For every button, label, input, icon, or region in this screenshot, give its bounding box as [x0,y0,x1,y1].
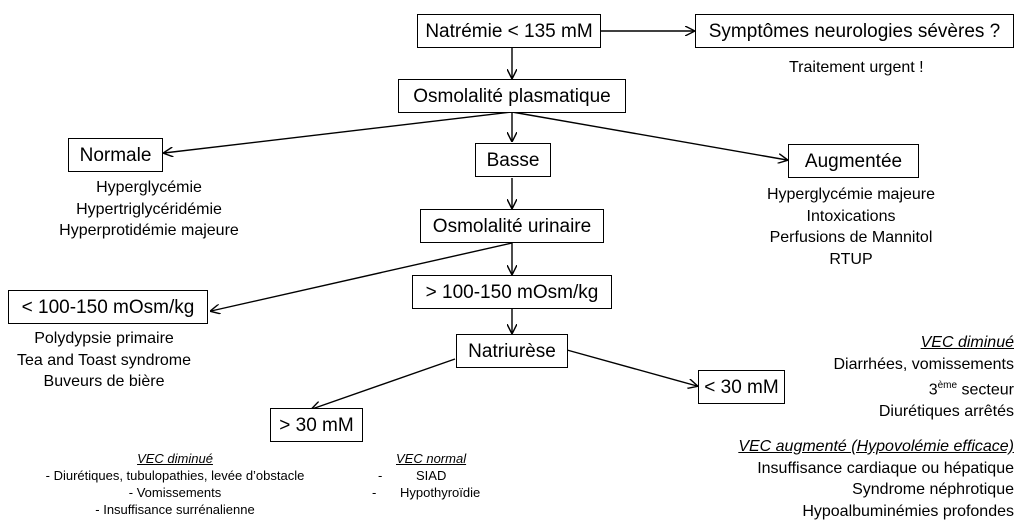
vec-diminue-bottom-item: - Vomissements [128,485,222,500]
natremie-box: Natrémie < 135 mM [417,14,601,48]
normale-cause-item: Hyperprotidémie majeure [59,222,239,239]
third-sector-text: secteur [957,381,1014,399]
low-osm-cause-item: Polydypsie primaire [34,330,174,347]
normale-causes: Hyperglycémie Hypertriglycéridémie Hyper… [49,177,249,242]
osmo-urine-box: Osmolalité urinaire [420,209,604,243]
vec-normal-bullet: - [372,485,377,500]
normale-cause-item: Hypertriglycéridémie [76,200,222,218]
vec-augmente-item: Syndrome néphrotique [852,481,1014,498]
vec-diminue-right-item: 3ème secteur [760,375,1014,401]
basse-box: Basse [475,143,551,177]
vec-diminue-right-block: VEC diminué Diarrhées, vomissements 3ème… [760,332,1015,422]
vec-normal-item: - SIAD [372,467,522,484]
vec-diminue-right-item: Diarrhées, vomissements [833,355,1015,373]
vec-normal-block: VEC normal - SIAD - Hypothyroïdie [372,450,522,501]
arrow-osmo-plasma-to-normale [164,111,513,153]
augmentee-box: Augmentée [788,144,919,178]
low-osm-cause-item: Tea and Toast syndrome [16,351,192,369]
vec-diminue-right-item: Diurétiques arrêtés [878,402,1014,420]
arrow-natriurese-to-gt30 [312,358,456,409]
osmo-plasma-box: Osmolalité plasmatique [398,79,626,113]
arrow-osmo-urine-to-low-osm [211,242,513,311]
third-sector-superscript: ème [937,380,958,391]
vec-diminue-right-title: VEC diminué [920,334,1014,351]
vec-normal-item-text: SIAD [416,468,447,483]
lt30-box: < 30 mM [698,370,785,404]
arrow-osmo-plasma-to-augmentee [511,111,787,160]
vec-normal-bullet: - [378,468,383,483]
low-osm-causes: Polydypsie primaire Tea and Toast syndro… [4,328,204,393]
augmentee-cause-item: Intoxications [806,207,896,225]
low-osm-box: < 100-150 mOsm/kg [8,290,208,324]
vec-diminue-bottom-title: VEC diminué [137,451,213,466]
symptomes-box: Symptômes neurologies sévères ? [695,14,1014,48]
arrow-natriurese-to-lt30 [566,349,697,386]
normale-cause-item: Hyperglycémie [96,179,202,196]
gt30-box: > 30 mM [270,408,363,442]
high-osm-box: > 100-150 mOsm/kg [412,275,612,309]
vec-augmente-title: VEC augmenté (Hypovolémie efficace) [738,438,1014,455]
low-osm-cause-item: Buveurs de bière [43,373,165,390]
natriurese-box: Natriurèse [456,334,568,368]
vec-augmente-item: Insuffisance cardiaque ou hépatique [757,459,1014,477]
vec-diminue-bottom-block: VEC diminué - Diurétiques, tubulopathies… [25,450,325,518]
third-sector-number: 3 [928,381,938,399]
vec-normal-title: VEC normal [396,451,467,466]
normale-box: Normale [68,138,163,172]
vec-augmente-item: Hypoalbuminémies profondes [802,502,1014,520]
augmentee-cause-item: Perfusions de Mannitol [769,229,933,246]
vec-diminue-bottom-item: - Insuffisance surrénalienne [95,502,255,517]
augmentee-causes: Hyperglycémie majeure Intoxications Perf… [736,184,966,270]
vec-normal-item: - Hypothyroïdie [372,484,522,501]
vec-diminue-bottom-item: - Diurétiques, tubulopathies, levée d’ob… [45,468,305,483]
vec-augmente-block: VEC augmenté (Hypovolémie efficace) Insu… [690,436,1014,522]
vec-normal-item-text: Hypothyroïdie [400,485,481,500]
augmentee-cause-item: RTUP [829,250,873,268]
augmentee-cause-item: Hyperglycémie majeure [766,186,936,203]
traitement-urgent-note: Traitement urgent ! [789,59,924,76]
